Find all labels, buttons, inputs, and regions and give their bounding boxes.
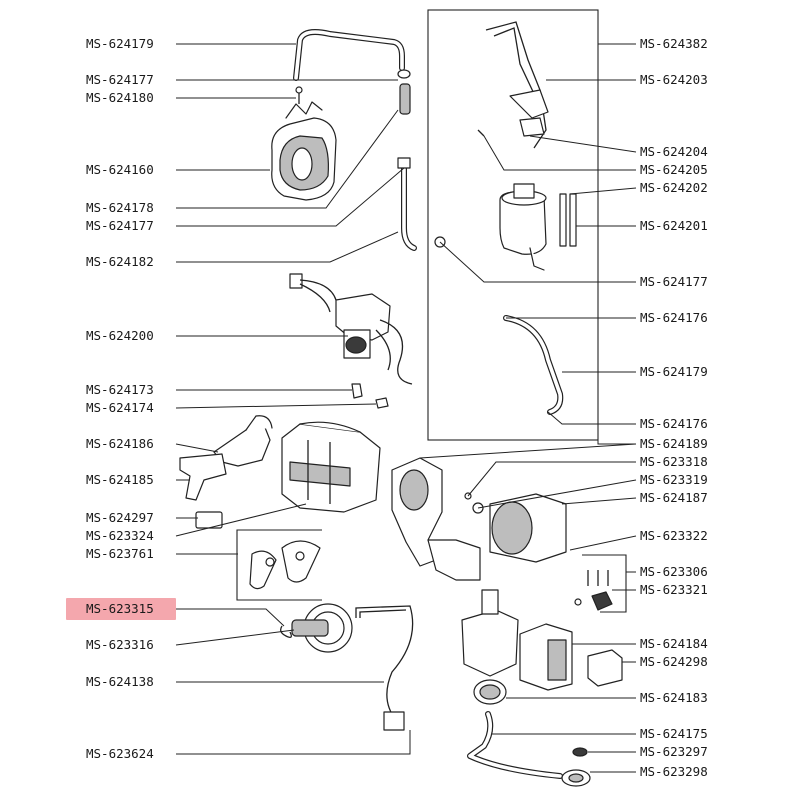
part-label[interactable]: MS-624182 xyxy=(86,254,154,269)
part-label[interactable]: MS-624178 xyxy=(86,200,154,215)
part-label[interactable]: MS-624202 xyxy=(640,180,708,195)
part-label[interactable]: MS-624205 xyxy=(640,162,708,177)
part-label[interactable]: MS-624297 xyxy=(86,510,154,525)
part-label[interactable]: MS-624382 xyxy=(640,36,708,51)
part-label[interactable]: MS-624185 xyxy=(86,472,154,487)
part-label[interactable]: MS-624177 xyxy=(86,218,154,233)
part-label[interactable]: MS-624189 xyxy=(640,436,708,451)
part-label[interactable]: MS-624200 xyxy=(86,328,154,343)
part-label[interactable]: MS-624179 xyxy=(640,364,708,379)
part-label[interactable]: MS-624160 xyxy=(86,162,154,177)
group-frame-valves xyxy=(236,529,322,601)
part-label[interactable]: MS-623319 xyxy=(640,472,708,487)
part-label[interactable]: MS-624177 xyxy=(640,274,708,289)
part-label[interactable]: MS-624184 xyxy=(640,636,708,651)
part-label[interactable]: MS-623297 xyxy=(640,744,708,759)
part-label[interactable]: MS-623321 xyxy=(640,582,708,597)
part-label[interactable]: MS-623318 xyxy=(640,454,708,469)
part-label[interactable]: MS-623298 xyxy=(640,764,708,779)
part-label[interactable]: MS-624138 xyxy=(86,674,154,689)
part-label[interactable]: MS-624179 xyxy=(86,36,154,51)
part-label[interactable]: MS-623316 xyxy=(86,637,154,652)
part-label-highlighted[interactable]: MS-623315 xyxy=(86,601,154,616)
part-label[interactable]: MS-624174 xyxy=(86,400,154,415)
group-frame-top-right xyxy=(427,9,599,441)
part-label[interactable]: MS-624187 xyxy=(640,490,708,505)
labels-right: MS-624382 MS-624203 MS-624204 MS-624205 … xyxy=(640,36,708,779)
leader-lines-left xyxy=(175,43,411,755)
part-label[interactable]: MS-624186 xyxy=(86,436,154,451)
part-label[interactable]: MS-624183 xyxy=(640,690,708,705)
labels-left: MS-624179 MS-624177 MS-624180 MS-624160 … xyxy=(86,36,154,761)
highlight-marker xyxy=(66,598,176,620)
part-label[interactable]: MS-624177 xyxy=(86,72,154,87)
part-label[interactable]: MS-623324 xyxy=(86,528,154,543)
part-label[interactable]: MS-624176 xyxy=(640,310,708,325)
part-label[interactable]: MS-624204 xyxy=(640,144,708,159)
part-label[interactable]: MS-623306 xyxy=(640,564,708,579)
part-label[interactable]: MS-623761 xyxy=(86,546,154,561)
group-frame-screws xyxy=(582,554,627,613)
part-label[interactable]: MS-623322 xyxy=(640,528,708,543)
parts-artwork xyxy=(179,21,623,787)
part-label[interactable]: MS-623624 xyxy=(86,746,154,761)
part-label[interactable]: MS-624298 xyxy=(640,654,708,669)
part-label[interactable]: MS-624173 xyxy=(86,382,154,397)
part-label[interactable]: MS-624203 xyxy=(640,72,708,87)
leader-lines-right xyxy=(419,43,637,773)
part-label[interactable]: MS-624175 xyxy=(640,726,708,741)
part-label[interactable]: MS-624201 xyxy=(640,218,708,233)
part-label[interactable]: MS-624176 xyxy=(640,416,708,431)
part-label[interactable]: MS-624180 xyxy=(86,90,154,105)
